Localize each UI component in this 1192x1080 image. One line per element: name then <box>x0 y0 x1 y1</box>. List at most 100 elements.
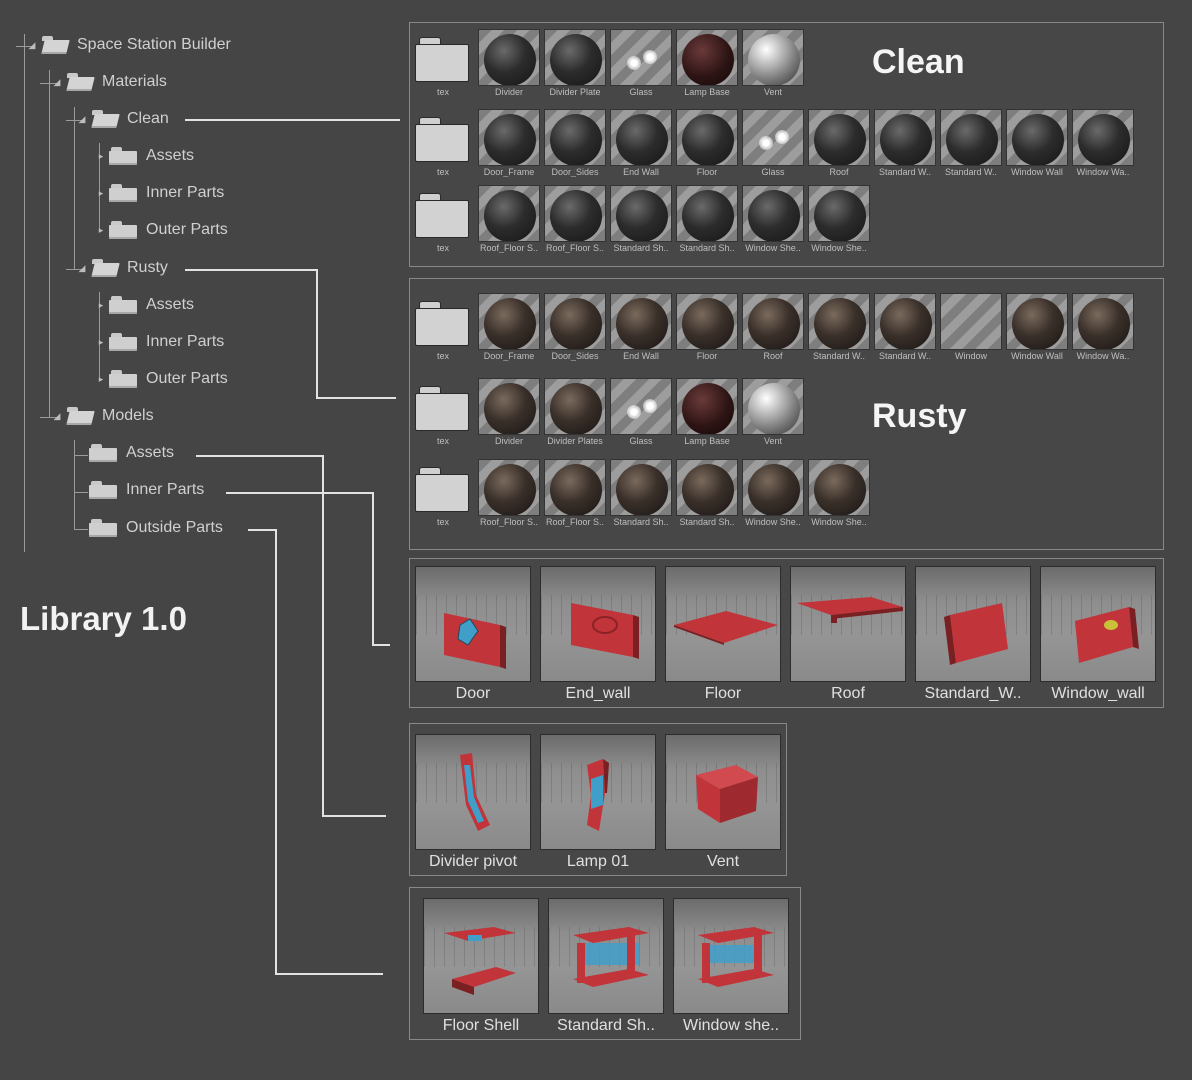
collapse-arrow-icon[interactable]: ▸ <box>98 373 104 384</box>
model-item-window-wall[interactable]: Window_wall <box>1040 566 1156 703</box>
material-swatch-door-sides[interactable]: Door_Sides <box>544 293 606 361</box>
model-item-divider-pivot[interactable]: Divider pivot <box>415 734 531 871</box>
model-item-end-wall[interactable]: End_wall <box>540 566 656 703</box>
material-swatch-lamp-base[interactable]: Lamp Base <box>676 29 738 97</box>
material-label: Window Wa.. <box>1076 351 1130 361</box>
material-label: Roof_Floor S.. <box>479 243 539 253</box>
material-swatch-window-she[interactable]: Window She.. <box>808 185 870 253</box>
model-item-door[interactable]: Door <box>415 566 531 703</box>
collapse-arrow-icon[interactable]: ▸ <box>98 187 104 198</box>
collapse-arrow-icon[interactable]: ▸ <box>98 150 104 161</box>
tree-node-models-outside-parts[interactable]: Outside Parts <box>89 516 223 540</box>
material-swatch-roof-floor-s[interactable]: Roof_Floor S.. <box>544 459 606 527</box>
material-label: Standard Sh.. <box>613 517 669 527</box>
material-swatch-end-wall[interactable]: End Wall <box>610 293 672 361</box>
tree-guide <box>66 269 84 270</box>
tree-node-models-inner-parts[interactable]: Inner Parts <box>89 478 204 502</box>
tree-node-rusty-assets[interactable]: ▸ Assets <box>95 293 194 317</box>
material-swatch-window-wa[interactable]: Window Wa.. <box>1072 109 1134 177</box>
material-swatch-roof-floor-s[interactable]: Roof_Floor S.. <box>478 185 540 253</box>
material-swatch-divider[interactable]: Divider <box>478 378 540 446</box>
material-swatch-door-sides[interactable]: Door_Sides <box>544 109 606 177</box>
model-item-lamp-01[interactable]: Lamp 01 <box>540 734 656 871</box>
tree-node-space-station-builder[interactable]: ◢ Space Station Builder <box>26 33 231 57</box>
collapse-arrow-icon[interactable]: ▸ <box>98 224 104 235</box>
tree-node-label: Clean <box>127 110 169 127</box>
material-swatch-divider-plate[interactable]: Divider Plate <box>544 29 606 97</box>
tree-node-materials[interactable]: ◢ Materials <box>51 70 167 94</box>
material-swatch-window-wall[interactable]: Window Wall <box>1006 109 1068 177</box>
collapse-arrow-icon[interactable]: ▸ <box>98 299 104 310</box>
material-swatch-vent[interactable]: Vent <box>742 378 804 446</box>
material-swatch-standard-sh[interactable]: Standard Sh.. <box>610 185 672 253</box>
material-swatch-end-wall[interactable]: End Wall <box>610 109 672 177</box>
model-item-standard-sh[interactable]: Standard Sh.. <box>548 898 664 1035</box>
tex-folder-item[interactable]: tex <box>412 185 474 253</box>
material-swatch-standard-w[interactable]: Standard W.. <box>808 293 870 361</box>
material-swatch-window-wa[interactable]: Window Wa.. <box>1072 293 1134 361</box>
material-swatch-roof[interactable]: Roof <box>808 109 870 177</box>
collapse-arrow-icon[interactable]: ▸ <box>98 336 104 347</box>
material-swatch-standard-w[interactable]: Standard W.. <box>874 293 936 361</box>
material-swatch-glass[interactable]: Glass <box>610 378 672 446</box>
material-preview <box>610 185 672 243</box>
material-swatch-divider[interactable]: Divider <box>478 29 540 97</box>
connector-line <box>316 269 318 399</box>
material-swatch-window-wall[interactable]: Window Wall <box>1006 293 1068 361</box>
tree-node-clean-outer-parts[interactable]: ▸ Outer Parts <box>95 218 228 242</box>
material-label: Window Wall <box>1011 351 1063 361</box>
tree-node-models[interactable]: ◢ Models <box>51 404 154 428</box>
material-label: Window She.. <box>811 517 867 527</box>
model-item-floor[interactable]: Floor <box>665 566 781 703</box>
model-item-floor-shell[interactable]: Floor Shell <box>423 898 539 1035</box>
tex-folder-item[interactable]: tex <box>412 109 474 177</box>
material-swatch-window[interactable]: Window <box>940 293 1002 361</box>
material-swatch-standard-sh[interactable]: Standard Sh.. <box>676 459 738 527</box>
material-swatch-roof-floor-s[interactable]: Roof_Floor S.. <box>478 459 540 527</box>
material-swatch-lamp-base[interactable]: Lamp Base <box>676 378 738 446</box>
material-swatch-window-she[interactable]: Window She.. <box>808 459 870 527</box>
material-swatch-door-frame[interactable]: Door_Frame <box>478 293 540 361</box>
tex-folder-item[interactable]: tex <box>412 378 474 446</box>
material-swatch-floor[interactable]: Floor <box>676 109 738 177</box>
tree-node-rusty-outer-parts[interactable]: ▸ Outer Parts <box>95 367 228 391</box>
model-item-standard-w[interactable]: Standard_W.. <box>915 566 1031 703</box>
material-preview <box>808 185 870 243</box>
tex-folder-item[interactable]: tex <box>412 459 474 527</box>
model-item-window-she[interactable]: Window she.. <box>673 898 789 1035</box>
material-swatch-window-she[interactable]: Window She.. <box>742 185 804 253</box>
tree-node-clean-inner-parts[interactable]: ▸ Inner Parts <box>95 181 224 205</box>
expand-arrow-icon[interactable]: ◢ <box>78 262 86 273</box>
tree-node-clean-assets[interactable]: ▸ Assets <box>95 144 194 168</box>
material-swatch-glass[interactable]: Glass <box>742 109 804 177</box>
connector-line <box>372 492 374 646</box>
model-item-roof[interactable]: Roof <box>790 566 906 703</box>
material-swatch-floor[interactable]: Floor <box>676 293 738 361</box>
expand-arrow-icon[interactable]: ◢ <box>78 113 86 124</box>
tex-folder-item[interactable]: tex <box>412 29 474 97</box>
material-label: Standard Sh.. <box>679 517 735 527</box>
expand-arrow-icon[interactable]: ◢ <box>28 39 36 50</box>
material-swatch-door-frame[interactable]: Door_Frame <box>478 109 540 177</box>
expand-arrow-icon[interactable]: ◢ <box>53 410 61 421</box>
material-swatch-glass[interactable]: Glass <box>610 29 672 97</box>
material-swatch-roof-floor-s[interactable]: Roof_Floor S.. <box>544 185 606 253</box>
material-swatch-standard-w[interactable]: Standard W.. <box>940 109 1002 177</box>
material-swatch-roof[interactable]: Roof <box>742 293 804 361</box>
material-swatch-standard-w[interactable]: Standard W.. <box>874 109 936 177</box>
material-swatch-standard-sh[interactable]: Standard Sh.. <box>676 185 738 253</box>
tree-node-clean[interactable]: ◢ Clean <box>76 107 169 131</box>
material-swatch-standard-sh[interactable]: Standard Sh.. <box>610 459 672 527</box>
material-swatch-vent[interactable]: Vent <box>742 29 804 97</box>
tree-node-rusty[interactable]: ◢ Rusty <box>76 256 168 280</box>
material-swatch-divider-plates[interactable]: Divider Plates <box>544 378 606 446</box>
tree-node-models-assets[interactable]: Assets <box>89 441 174 465</box>
tree-node-rusty-inner-parts[interactable]: ▸ Inner Parts <box>95 330 224 354</box>
material-swatch-window-she[interactable]: Window She.. <box>742 459 804 527</box>
expand-arrow-icon[interactable]: ◢ <box>53 76 61 87</box>
model-item-vent[interactable]: Vent <box>665 734 781 871</box>
tex-folder-item[interactable]: tex <box>412 293 474 361</box>
material-label: Window Wa.. <box>1076 167 1130 177</box>
